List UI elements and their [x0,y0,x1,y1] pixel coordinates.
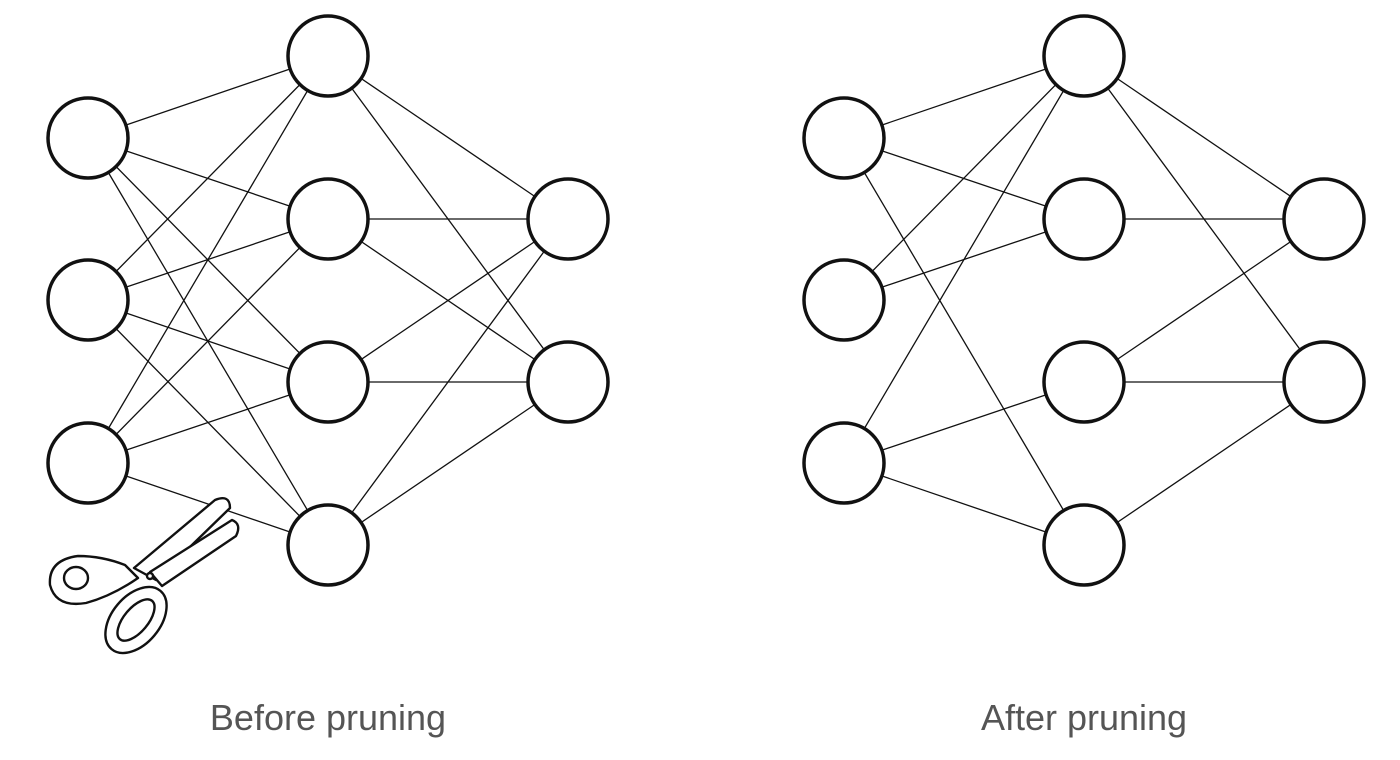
connection-before-l0n0-l1n0 [87,55,329,139]
connection-after-l0n1-l1n0 [843,55,1085,301]
connection-after-l0n0-l1n3 [843,137,1085,546]
nodes-after [802,14,1366,587]
neuron-before-layer1-2 [286,340,370,424]
neuron-after-layer2-0 [1282,177,1366,261]
connection-before-l1n3-l2n1 [327,381,569,546]
nodes-before [46,14,610,587]
connection-before-l1n2-l2n0 [327,218,569,383]
connection-after-l1n0-l2n0 [1083,55,1325,220]
connection-after-l0n2-l1n3 [843,462,1085,546]
connection-before-l0n2-l1n3 [87,462,329,546]
connection-after-l1n3-l2n1 [1083,381,1325,546]
neuron-after-layer1-0 [1042,14,1126,98]
caption-before: Before pruning [210,697,446,738]
neuron-after-layer2-1 [1282,340,1366,424]
neuron-after-layer1-3 [1042,503,1126,587]
caption-after: After pruning [981,697,1187,738]
neuron-after-layer0-2 [802,421,886,505]
neuron-before-layer2-0 [526,177,610,261]
scissors-icon [48,497,240,655]
connection-before-l0n2-l1n2 [87,381,329,464]
neuron-before-layer0-1 [46,258,130,342]
connection-before-l0n2-l1n0 [87,55,329,464]
network-after [802,14,1366,587]
neuron-after-layer0-0 [802,96,886,180]
neuron-after-layer1-2 [1042,340,1126,424]
neuron-after-layer1-1 [1042,177,1126,261]
neuron-after-layer0-1 [802,258,886,342]
connection-after-l0n0-l1n0 [843,55,1085,139]
connection-before-l1n3-l2n0 [327,218,569,546]
connection-before-l0n2-l1n1 [87,218,329,464]
edges-after [843,55,1325,546]
neuron-before-layer2-1 [526,340,610,424]
connection-before-l1n0-l2n0 [327,55,569,220]
neuron-before-layer1-3 [286,503,370,587]
neuron-before-layer1-0 [286,14,370,98]
connection-after-l0n2-l1n2 [843,381,1085,464]
connection-after-l0n2-l1n0 [843,55,1085,464]
connection-after-l1n2-l2n0 [1083,218,1325,383]
neuron-before-layer0-2 [46,421,130,505]
neuron-before-layer0-0 [46,96,130,180]
edges-before [87,55,569,546]
connection-before-l0n1-l1n0 [87,55,329,301]
neuron-before-layer1-1 [286,177,370,261]
network-before [46,14,610,587]
